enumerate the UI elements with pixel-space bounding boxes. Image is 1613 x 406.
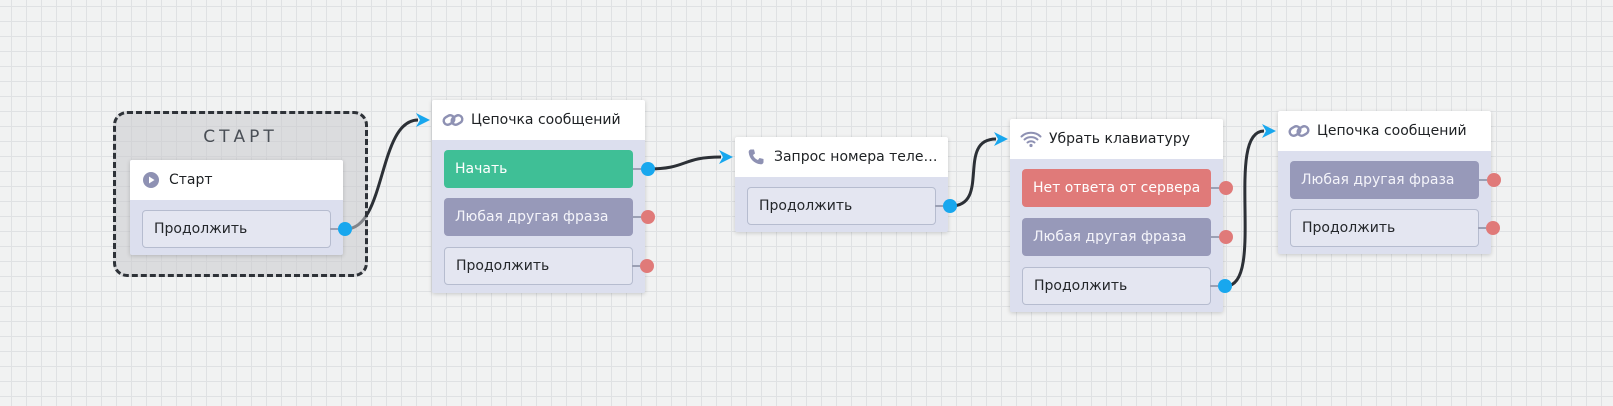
node-button-label: Любая другая фраза — [455, 209, 609, 225]
connection-wire[interactable] — [950, 137, 997, 208]
node-button[interactable]: Продолжить — [1290, 209, 1500, 247]
output-port[interactable] — [1478, 221, 1500, 235]
node-title: Цепочка сообщений — [471, 112, 621, 128]
output-port[interactable] — [633, 162, 655, 176]
free-port-dot[interactable] — [1219, 230, 1233, 244]
output-port[interactable] — [633, 210, 655, 224]
node-title: Запрос номера телефо... — [774, 149, 938, 165]
connected-port-dot[interactable] — [943, 199, 957, 213]
node-button[interactable]: Любая другая фраза — [444, 198, 655, 236]
wifi-icon — [1020, 128, 1042, 150]
free-port-dot[interactable] — [1219, 181, 1233, 195]
free-port-dot[interactable] — [640, 259, 654, 273]
node-button-label: Продолжить — [759, 198, 853, 214]
node-header[interactable]: Старт — [130, 160, 343, 200]
node-button-label: Продолжить — [456, 258, 550, 274]
node-button-label: Продолжить — [154, 221, 248, 237]
connection-wire[interactable] — [1225, 129, 1265, 288]
output-port[interactable] — [935, 199, 957, 213]
node-title: Цепочка сообщений — [1317, 123, 1467, 139]
connection-wire[interactable] — [647, 155, 722, 171]
node-button-label: Продолжить — [1034, 278, 1128, 294]
connection-arrow — [994, 132, 1008, 146]
connection-arrow — [416, 113, 430, 127]
node-button[interactable]: Продолжить — [142, 210, 352, 248]
connected-port-dot[interactable] — [338, 222, 352, 236]
node-button[interactable]: Продолжить — [1022, 267, 1232, 305]
node-header[interactable]: Запрос номера телефо... — [735, 137, 948, 177]
node-button-label: Нет ответа от сервера — [1033, 180, 1201, 196]
start-zone-title: СТАРТ — [203, 127, 278, 147]
node-title: Старт — [169, 172, 213, 188]
connected-port-dot[interactable] — [1218, 279, 1232, 293]
output-port[interactable] — [1211, 230, 1233, 244]
node-button-label: Продолжить — [1302, 220, 1396, 236]
node-button[interactable]: Нет ответа от сервера — [1022, 169, 1233, 207]
node-phone[interactable]: Запрос номера телефо... Продолжить — [735, 137, 957, 232]
output-port[interactable] — [1211, 181, 1233, 195]
node-button[interactable]: Продолжить — [444, 247, 654, 285]
free-port-dot[interactable] — [1486, 221, 1500, 235]
node-button[interactable]: Любая другая фраза — [1022, 218, 1233, 256]
node-button[interactable]: Продолжить — [747, 187, 957, 225]
node-button-label: Любая другая фраза — [1301, 172, 1455, 188]
connected-port-dot[interactable] — [641, 162, 655, 176]
output-port[interactable] — [330, 222, 352, 236]
connection-arrow — [1262, 124, 1276, 138]
output-port[interactable] — [632, 259, 654, 273]
node-button-label: Начать — [455, 161, 508, 177]
node-title: Убрать клавиатуру — [1049, 131, 1191, 147]
play-icon — [140, 169, 162, 191]
output-port[interactable] — [1479, 173, 1501, 187]
node-header[interactable]: Убрать клавиатуру — [1010, 119, 1223, 159]
connection-arrow — [719, 150, 733, 164]
free-port-dot[interactable] — [1487, 173, 1501, 187]
node-header[interactable]: Цепочка сообщений — [432, 100, 645, 140]
link-icon — [442, 109, 464, 131]
phone-icon — [745, 146, 767, 168]
output-port[interactable] — [1210, 279, 1232, 293]
node-button[interactable]: Начать — [444, 150, 655, 188]
node-header[interactable]: Цепочка сообщений — [1278, 111, 1491, 151]
node-button[interactable]: Любая другая фраза — [1290, 161, 1501, 199]
free-port-dot[interactable] — [641, 210, 655, 224]
node-button-label: Любая другая фраза — [1033, 229, 1187, 245]
link-icon — [1288, 120, 1310, 142]
